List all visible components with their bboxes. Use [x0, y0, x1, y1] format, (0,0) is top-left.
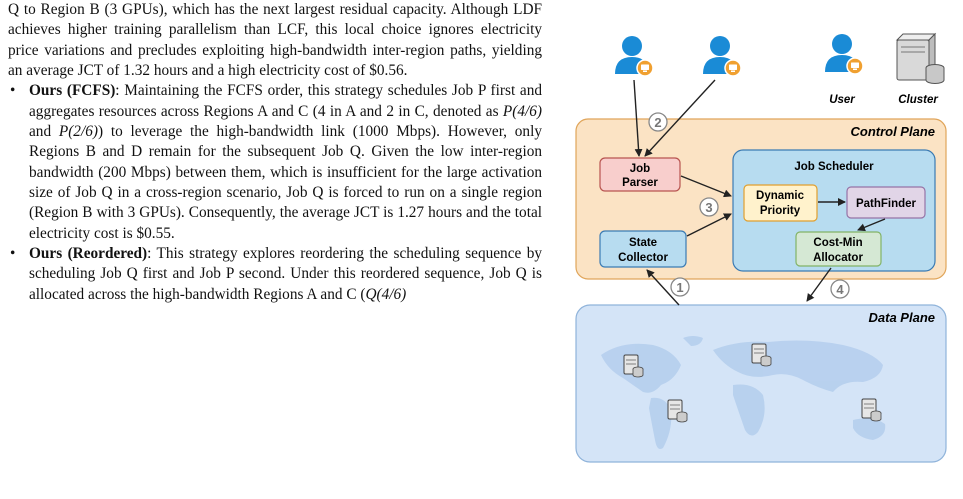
step-number: 2: [654, 115, 661, 130]
bullet-text: ) to leverage the high-bandwidth link (1…: [29, 123, 542, 242]
arrow-dataplane-collector: [646, 269, 680, 306]
dynamic-priority-label-1: Dynamic: [756, 190, 805, 202]
arrow-parser-scheduler: [680, 175, 732, 198]
bullet-ours-fcfs: • Ours (FCFS): Maintaining the FCFS order…: [8, 81, 542, 244]
step-badge-2: 2: [648, 112, 668, 132]
math-inline: P(2/6): [58, 123, 98, 141]
bullet-text: : This strategy explores reordering the …: [29, 245, 543, 303]
user-icon: [614, 35, 654, 77]
dynamic-priority-label-2: Priority: [760, 205, 801, 217]
cost-min-allocator-box: [795, 231, 882, 267]
pathfinder-box: [846, 186, 926, 219]
dynamic-priority-box: [743, 184, 818, 222]
architecture-figure: Control Plane Data Plane User Cluster Jo…: [563, 0, 963, 499]
state-collector-label-1: State: [629, 237, 657, 249]
user-icon: [824, 33, 864, 75]
legend-user-label: User: [829, 94, 855, 106]
arrow-user2-parser: [644, 79, 716, 157]
step-badge-4: 4: [830, 279, 850, 299]
step-badge-1: 1: [670, 277, 690, 297]
step-number: 4: [836, 282, 844, 297]
step-number: 1: [676, 280, 683, 295]
bullet-ours-reordered: • Ours (Reordered): This strategy explore…: [8, 244, 542, 305]
cost-min-allocator-label-1: Cost-Min: [813, 237, 862, 249]
job-scheduler-label: Job Scheduler: [794, 161, 874, 173]
cost-min-allocator-label-2: Allocator: [813, 252, 863, 264]
data-plane-label: Data Plane: [869, 310, 935, 325]
bullet-dot-icon: •: [10, 245, 16, 263]
arrow-allocator-dataplane: [806, 267, 832, 302]
arrow-user1-parser: [633, 79, 643, 157]
paragraph-ldf: Q to Region B (3 GPUs), which has the ne…: [8, 1, 542, 80]
bullet-title: Ours (FCFS): [29, 82, 116, 100]
job-parser-box: [599, 157, 681, 192]
bullet-text: : Maintaining the FCFS order, this strat…: [29, 82, 542, 120]
step-badge-3: 3: [699, 197, 719, 217]
legend-cluster-label: Cluster: [898, 94, 938, 106]
math-inline: Q(4/6): [365, 285, 407, 303]
bullet-title: Ours (Reordered): [29, 245, 148, 263]
job-scheduler-box: [732, 149, 936, 272]
arrow-pathfinder-allocator: [857, 218, 886, 232]
job-parser-label-2: Parser: [622, 177, 658, 189]
job-parser-label-1: Job: [630, 163, 650, 175]
cluster-icon: [895, 32, 945, 84]
bullet-dot-icon: •: [10, 82, 16, 100]
step-number: 3: [705, 200, 712, 215]
state-collector-label-2: Collector: [618, 252, 668, 264]
text-column: Q to Region B (3 GPUs), which has the ne…: [8, 0, 542, 305]
user-icon: [702, 35, 742, 77]
control-plane-label: Control Plane: [850, 124, 935, 139]
bullet-text: and: [29, 123, 59, 141]
math-inline: P(4/6): [502, 102, 542, 120]
arrow-collector-scheduler: [686, 213, 732, 237]
state-collector-box: [599, 230, 687, 268]
pathfinder-label: PathFinder: [856, 198, 917, 210]
